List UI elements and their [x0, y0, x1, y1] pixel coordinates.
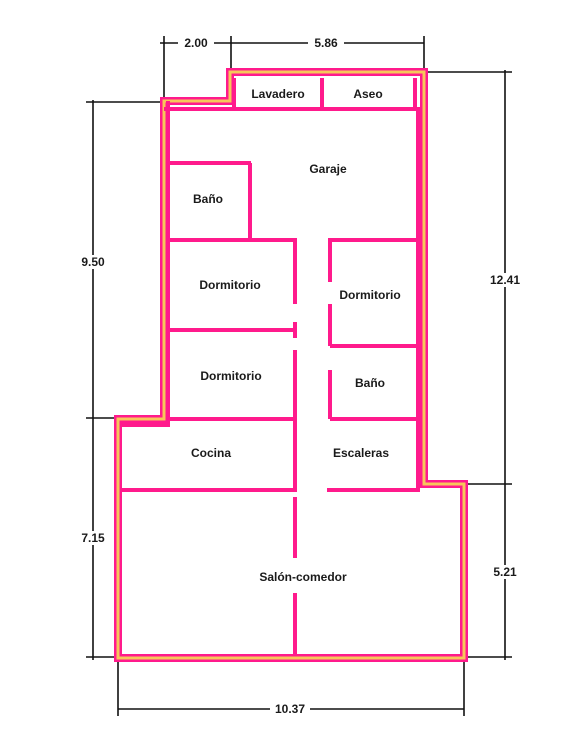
outer-wall-core — [116, 70, 466, 660]
dim-label-bg-top-left — [178, 36, 214, 50]
dim-label-top-left: 2.00 — [184, 36, 208, 50]
dim-label-bg-top-right — [308, 36, 344, 50]
room-label-escaleras: Escaleras — [333, 446, 389, 460]
dim-label-bg-right-upper — [485, 273, 525, 287]
dim-label-bg-left-lower — [76, 531, 110, 545]
dimension-lines — [86, 36, 512, 716]
dim-label-left-upper: 9.50 — [81, 255, 105, 269]
dim-label-top-right: 5.86 — [314, 36, 338, 50]
room-label-dormitorio-right: Dormitorio — [339, 288, 400, 302]
room-label-cocina: Cocina — [191, 446, 231, 460]
room-label-salon-comedor: Salón-comedor — [259, 570, 347, 584]
room-label-dormitorio-left-bottom: Dormitorio — [200, 369, 261, 383]
dim-label-left-lower: 7.15 — [81, 531, 105, 545]
dim-label-bg-right-lower — [487, 565, 523, 579]
dim-label-bg-bottom — [270, 702, 310, 716]
dim-label-right-upper: 12.41 — [490, 273, 520, 287]
room-label-dormitorio-left-top: Dormitorio — [199, 278, 260, 292]
room-label-aseo: Aseo — [353, 87, 382, 101]
room-label-bano-right: Baño — [355, 376, 385, 390]
room-label-garaje: Garaje — [309, 162, 347, 176]
room-label-bano-top: Baño — [193, 192, 223, 206]
room-label-lavadero: Lavadero — [251, 87, 304, 101]
dim-label-bg-left-upper — [76, 255, 110, 269]
dimension-labels: 2.00 5.86 9.50 7.15 12.41 5.21 10.37 — [76, 36, 525, 716]
dim-label-right-lower: 5.21 — [493, 565, 517, 579]
dim-label-bottom: 10.37 — [275, 702, 305, 716]
room-labels: Lavadero Aseo Garaje Baño Dormitorio Dor… — [191, 87, 401, 584]
interior-walls — [122, 78, 420, 655]
